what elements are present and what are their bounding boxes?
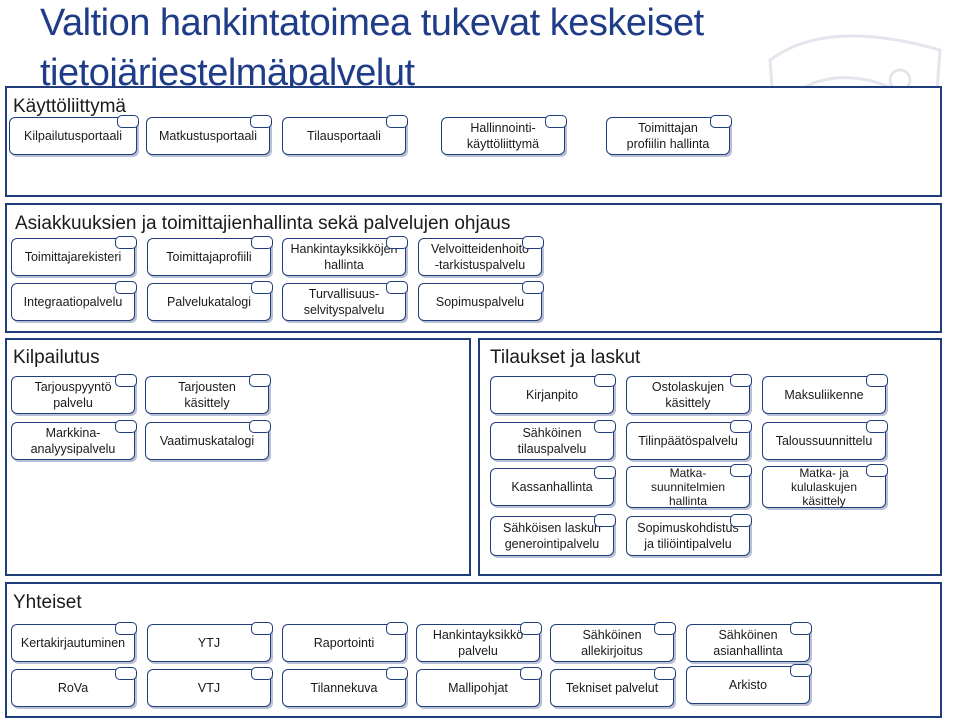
component-icon [594, 420, 616, 433]
slide-title: Valtion hankintatoimea tukevat keskeiset… [40, 2, 704, 94]
service-box[interactable]: Integraatiopalvelu [11, 281, 137, 321]
component-icon [730, 514, 752, 527]
service-box[interactable]: Tarjouspyyntö palvelu [11, 374, 137, 414]
service-box[interactable]: Toimittajaprofiili [147, 236, 273, 276]
service-box[interactable]: Sopimuskohdistus ja tiliöintipalvelu [626, 514, 752, 556]
service-box[interactable]: Arkisto [686, 664, 812, 704]
component-icon [545, 115, 567, 128]
component-icon [654, 622, 676, 635]
service-box[interactable]: Sähköinen asianhallinta [686, 622, 812, 662]
service-box[interactable]: Tekniset palvelut [550, 667, 676, 707]
component-icon [520, 622, 542, 635]
section-title: Tilaukset ja laskut [490, 347, 641, 368]
service-box[interactable]: VTJ [147, 667, 273, 707]
service-box[interactable]: Velvoitteidenhoito -tarkistuspalvelu [418, 236, 544, 276]
service-box[interactable]: Tarjousten käsittely [145, 374, 271, 414]
service-box[interactable]: Mallipohjat [416, 667, 542, 707]
component-icon [654, 667, 676, 680]
component-icon [710, 115, 732, 128]
component-icon [249, 374, 271, 387]
section-title: Käyttöliittymä [13, 96, 126, 117]
component-icon [251, 667, 273, 680]
component-icon [250, 115, 272, 128]
component-icon [115, 667, 137, 680]
section-title: Asiakkuuksien ja toimittajienhallinta se… [15, 213, 511, 234]
component-icon [251, 281, 273, 294]
service-box[interactable]: Vaatimuskatalogi [145, 420, 271, 460]
component-icon [730, 420, 752, 433]
component-icon [520, 667, 542, 680]
component-icon [115, 281, 137, 294]
component-icon [386, 115, 408, 128]
component-icon [115, 622, 137, 635]
service-box[interactable]: Toimittajan profiilin hallinta [606, 115, 732, 155]
component-icon [115, 420, 137, 433]
section-title: Kilpailutus [13, 347, 100, 368]
component-icon [115, 374, 137, 387]
component-icon [386, 281, 408, 294]
service-box[interactable]: Hankintayksikköjen hallinta [282, 236, 408, 276]
service-box[interactable]: Maksuliikenne [762, 374, 888, 414]
component-icon [866, 374, 888, 387]
component-icon [730, 374, 752, 387]
service-box[interactable]: Sopimuspalvelu [418, 281, 544, 321]
service-box[interactable]: Tilinpäätöspalvelu [626, 420, 752, 460]
component-icon [730, 464, 752, 477]
component-icon [251, 622, 273, 635]
component-icon [522, 236, 544, 249]
component-icon [115, 236, 137, 249]
component-icon [790, 664, 812, 677]
section-title: Yhteiset [13, 592, 82, 613]
service-box[interactable]: Sähköinen allekirjoitus [550, 622, 676, 662]
service-box[interactable]: Kertakirjautuminen [11, 622, 137, 662]
component-icon [251, 236, 273, 249]
component-icon [594, 374, 616, 387]
service-box[interactable]: Hankintayksikkö palvelu [416, 622, 542, 662]
service-box[interactable]: Turvallisuus- selvityspalvelu [282, 281, 408, 321]
component-icon [790, 622, 812, 635]
service-box[interactable]: Tilannekuva [282, 667, 408, 707]
service-box[interactable]: Matkustusportaali [146, 115, 272, 155]
service-box[interactable]: Tilausportaali [282, 115, 408, 155]
service-box[interactable]: Kassanhallinta [490, 466, 616, 506]
service-box[interactable]: Sähköisen laskun generointipalvelu [490, 514, 616, 556]
service-box[interactable]: Markkina- analyysipalvelu [11, 420, 137, 460]
service-box[interactable]: Sähköinen tilauspalvelu [490, 420, 616, 460]
component-icon [386, 667, 408, 680]
component-icon [594, 466, 616, 479]
service-box[interactable]: Toimittajarekisteri [11, 236, 137, 276]
service-box[interactable]: YTJ [147, 622, 273, 662]
service-box[interactable]: Taloussuunnittelu [762, 420, 888, 460]
service-box[interactable]: Matka- suunnitelmien hallinta [626, 464, 752, 508]
component-icon [386, 622, 408, 635]
service-box[interactable]: Ostolaskujen käsittely [626, 374, 752, 414]
component-icon [386, 236, 408, 249]
service-box[interactable]: RoVa [11, 667, 137, 707]
component-icon [594, 514, 616, 527]
service-box[interactable]: Kilpailutusportaali [9, 115, 139, 155]
service-box[interactable]: Palvelukatalogi [147, 281, 273, 321]
component-icon [866, 464, 888, 477]
service-box[interactable]: Kirjanpito [490, 374, 616, 414]
component-icon [249, 420, 271, 433]
service-box[interactable]: Raportointi [282, 622, 408, 662]
component-icon [866, 420, 888, 433]
service-box[interactable]: Matka- ja kululaskujen käsittely [762, 464, 888, 508]
component-icon [117, 115, 139, 128]
service-box[interactable]: Hallinnointi- käyttöliittymä [441, 115, 567, 155]
component-icon [522, 281, 544, 294]
